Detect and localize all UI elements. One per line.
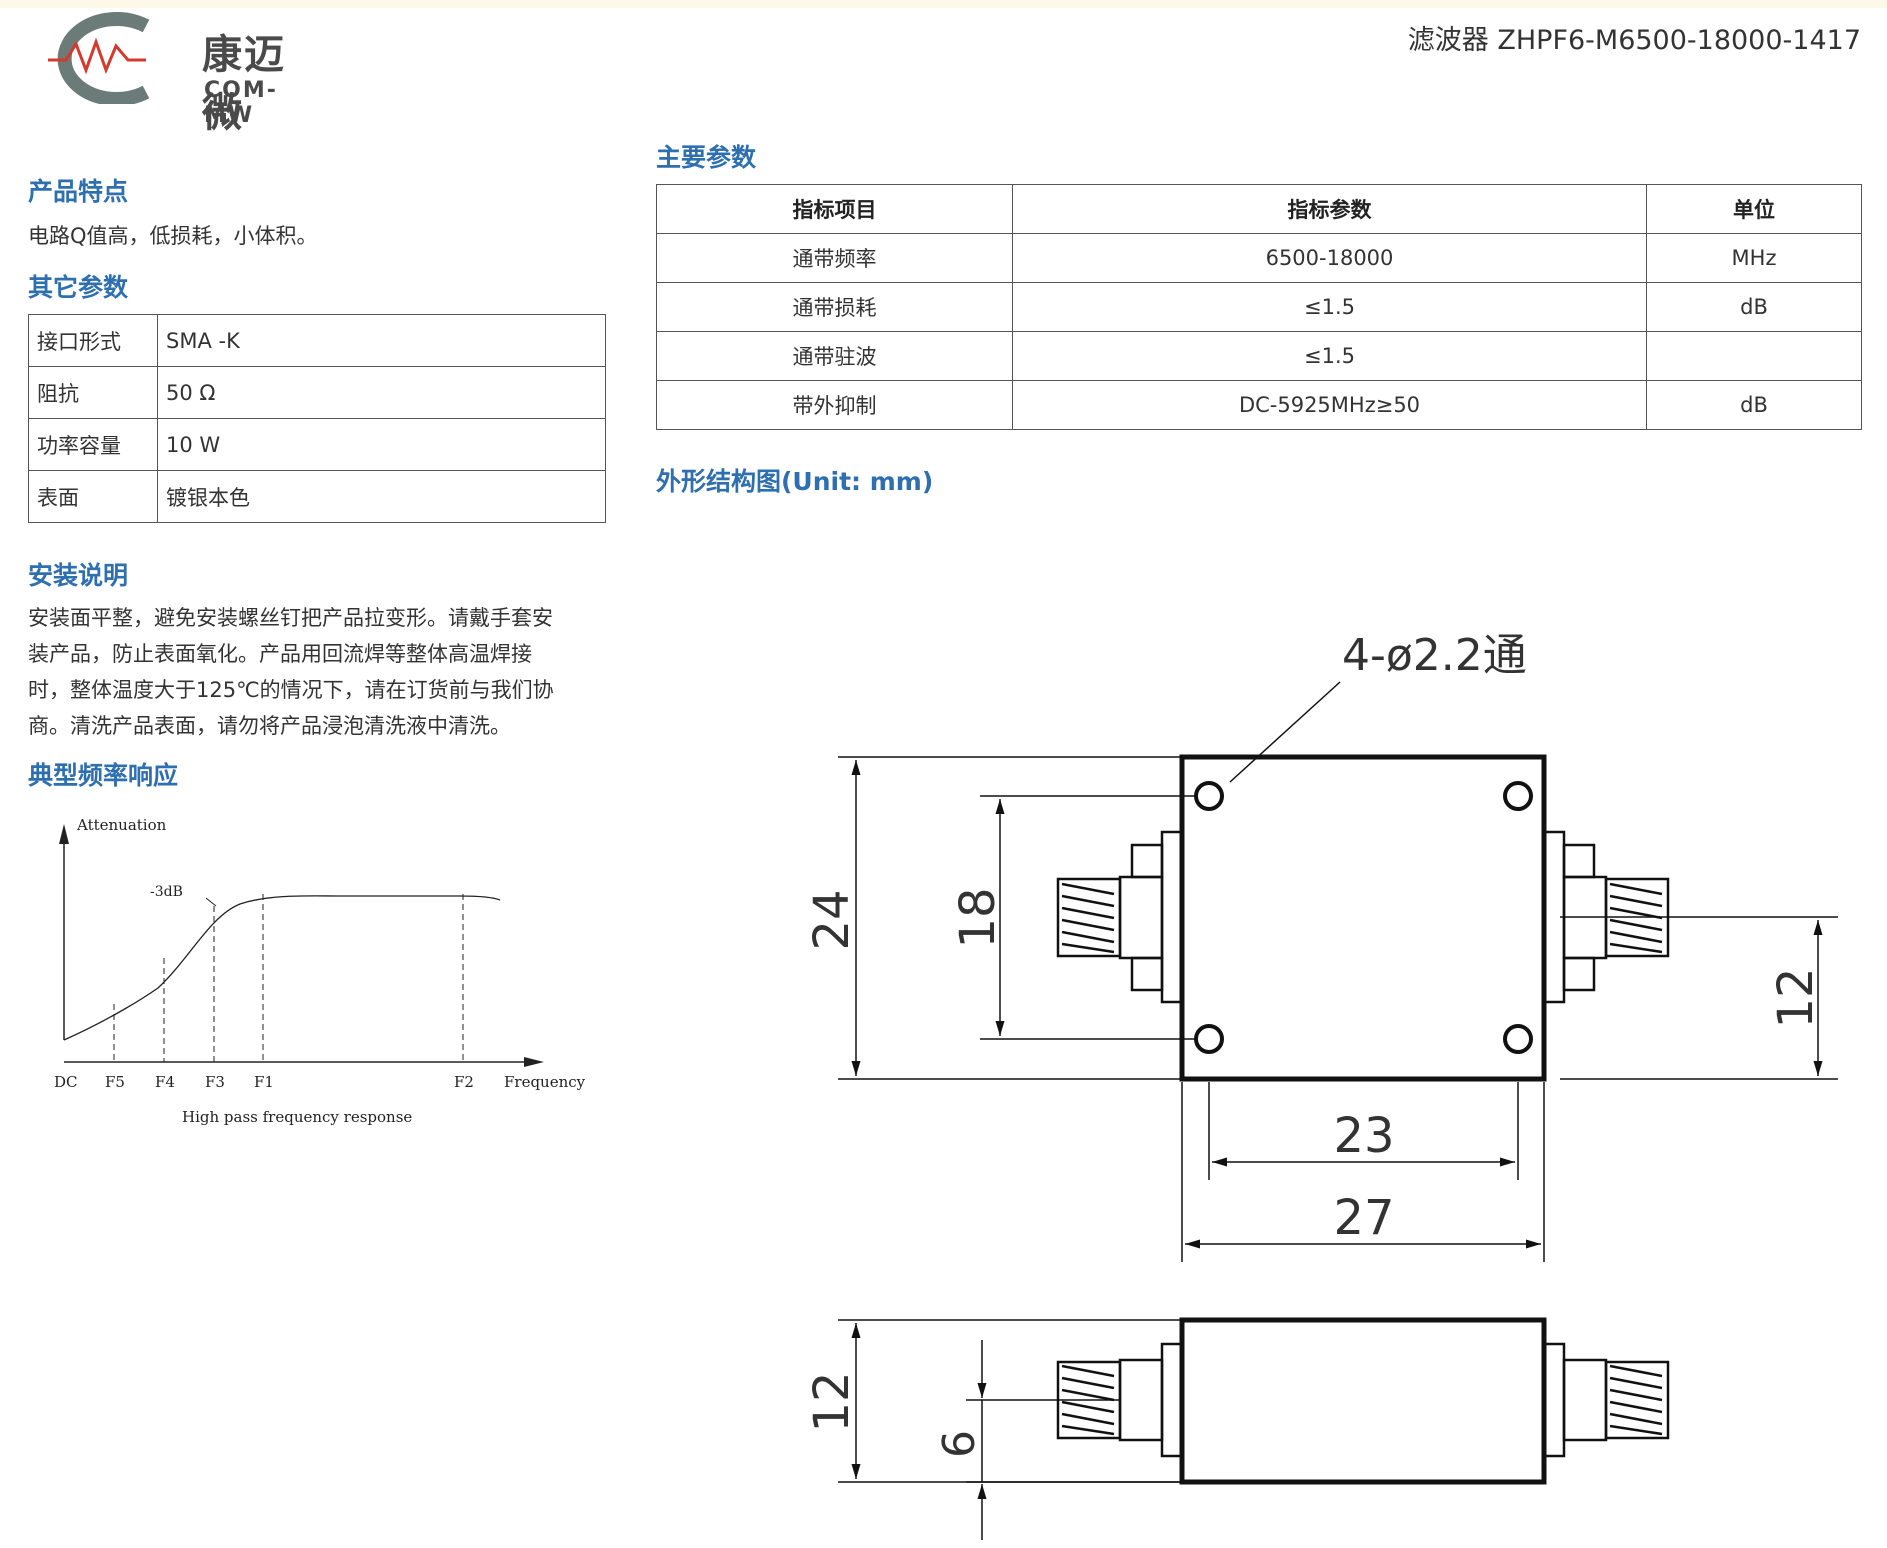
features-heading: 产品特点 [28, 177, 129, 206]
dim-23 [1208, 1082, 1519, 1180]
install-text: 安装面平整，避免安装螺丝钉把产品拉变形。请戴手套安 装产品，防止表面氧化。产品用… [28, 600, 608, 744]
param-key: 表面 [28, 470, 158, 523]
install-heading: 安装说明 [28, 561, 129, 590]
table-row: 带外抑制 DC-5925MHz≥50 dB [656, 380, 1862, 430]
install-line: 时，整体温度大于125℃的情况下，请在订货前与我们协 [28, 678, 554, 702]
dim-24 [838, 756, 1182, 1080]
tick-label: F3 [205, 1073, 225, 1091]
table-cell: DC-5925MHz≥50 [1012, 380, 1647, 430]
side-view-body [1179, 1317, 1547, 1485]
dim-label: 27 [1333, 1190, 1394, 1246]
diagram-caption: High pass frequency response [182, 1108, 412, 1126]
table-row: 接口形式 SMA -K [28, 314, 606, 367]
hole-callout-leader [1229, 681, 1341, 783]
tick-label: F2 [454, 1073, 474, 1091]
brand-name-en: COM-MW [204, 78, 278, 128]
dim-label: 18 [950, 887, 1006, 948]
dim-label: 24 [804, 889, 860, 950]
side-right-connector-icon [1542, 1342, 1670, 1458]
top-bar [0, 0, 1887, 8]
table-cell: ≤1.5 [1012, 282, 1647, 332]
tick-label: F4 [155, 1073, 175, 1091]
tick-label: F1 [254, 1073, 274, 1091]
table-row: 功率容量 10 W [28, 418, 606, 471]
dim-label: 12 [804, 1371, 860, 1432]
table-cell: 6500-18000 [1012, 233, 1647, 283]
logo-mark-icon [48, 12, 150, 106]
tick-label: DC [54, 1073, 78, 1091]
dim-side-6 [966, 1340, 1182, 1540]
minus-3db-label: -3dB [150, 884, 183, 900]
response-heading: 典型频率响应 [28, 761, 179, 790]
install-line: 商。清洗产品表面，请勿将产品浸泡清洗液中清洗。 [28, 714, 511, 738]
tick-label: F5 [105, 1073, 125, 1091]
table-cell [1646, 331, 1862, 381]
product-title: 滤波器 ZHPF6-M6500-18000-1417 [1407, 25, 1861, 56]
mount-hole-icon [1503, 1024, 1533, 1054]
left-connector-icon [1056, 830, 1184, 1004]
column-header: 指标参数 [1012, 184, 1647, 234]
column-header: 单位 [1646, 184, 1862, 234]
x-axis-label: Frequency [504, 1073, 586, 1091]
top-view-body [1179, 754, 1547, 1082]
dim-label: 23 [1333, 1108, 1394, 1164]
table-cell: 通带损耗 [656, 282, 1013, 332]
param-value: 10 W [157, 418, 606, 471]
install-line: 装产品，防止表面氧化。产品用回流焊等整体高温焊接 [28, 642, 532, 666]
company-logo: 康迈微 COM-MW [28, 12, 318, 136]
table-cell: 带外抑制 [656, 380, 1013, 430]
param-value: 50 Ω [157, 366, 606, 419]
table-cell: dB [1646, 380, 1862, 430]
param-key: 接口形式 [28, 314, 158, 367]
features-text: 电路Q值高，低损耗，小体积。 [28, 224, 318, 248]
response-curve [63, 895, 501, 1041]
install-line: 安装面平整，避免安装螺丝钉把产品拉变形。请戴手套安 [28, 606, 553, 630]
dim-label: 6 [934, 1430, 985, 1458]
table-row: 表面 镀银本色 [28, 470, 606, 523]
dim-label: 12 [1768, 967, 1824, 1028]
y-axis-label: Attenuation [76, 816, 167, 834]
mount-hole-icon [1194, 781, 1224, 811]
frequency-response-diagram: Attenuation -3dB DC F5 F4 F3 F1 F2 Frequ… [54, 816, 586, 1126]
other-params-table: 接口形式 SMA -K 阻抗 50 Ω 功率容量 10 W 表面 镀银本色 [28, 314, 606, 523]
param-value: SMA -K [157, 314, 606, 367]
mount-hole-icon [1194, 1024, 1224, 1054]
param-key: 阻抗 [28, 366, 158, 419]
other-params-heading: 其它参数 [28, 273, 129, 302]
table-header-row: 指标项目 指标参数 单位 [656, 184, 1862, 234]
main-params-heading: 主要参数 [656, 143, 757, 172]
dim-27 [1181, 1082, 1545, 1262]
table-row: 通带驻波 ≤1.5 [656, 331, 1862, 381]
y-axis-arrow-icon [59, 824, 69, 844]
dim-side-12 [838, 1319, 1182, 1483]
mount-hole-icon [1503, 781, 1533, 811]
table-row: 阻抗 50 Ω [28, 366, 606, 419]
outline-heading: 外形结构图(Unit: mm) [656, 467, 934, 496]
table-row: 通带频率 6500-18000 MHz [656, 233, 1862, 283]
param-value: 镀银本色 [157, 470, 606, 523]
x-axis-arrow-icon [524, 1057, 544, 1067]
marker-pointer [205, 897, 217, 907]
hole-callout-label: 4-ø2.2通 [1342, 630, 1527, 681]
dim-18 [980, 795, 1196, 1040]
main-params-table: 指标项目 指标参数 单位 通带频率 6500-18000 MHz 通带损耗 ≤1… [656, 184, 1862, 430]
table-row: 通带损耗 ≤1.5 dB [656, 282, 1862, 332]
brand-name-cn: 康迈微 [202, 32, 286, 136]
dim-12-right [1560, 916, 1838, 1080]
param-key: 功率容量 [28, 418, 158, 471]
